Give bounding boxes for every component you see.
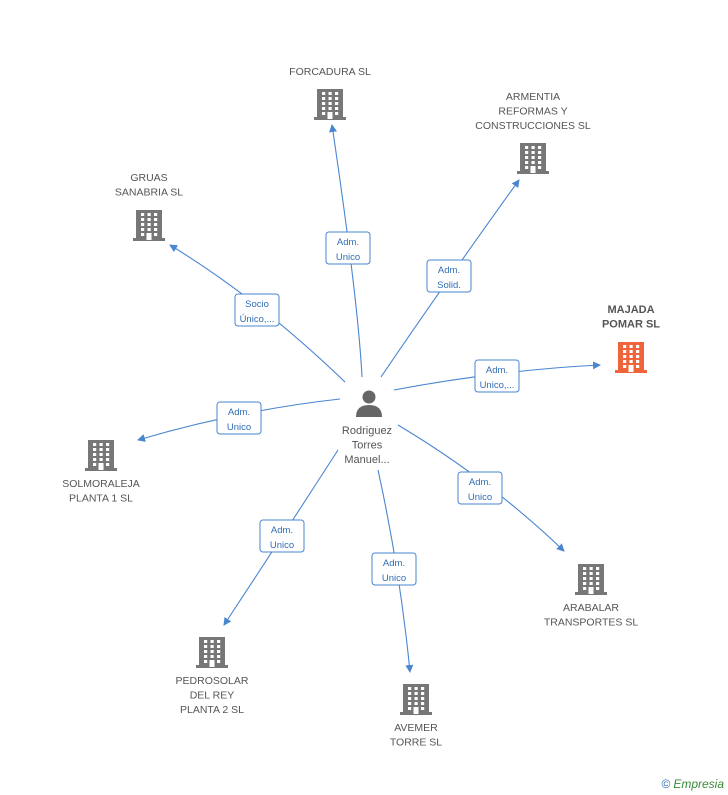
edge-label-text: Adm. <box>271 525 293 536</box>
building-icon <box>615 342 647 373</box>
company-name: MAJADA <box>607 304 654 316</box>
edge-label-text: Adm. <box>469 477 491 488</box>
edge-label-box[interactable]: Adm. Unico <box>457 471 503 505</box>
building-icon <box>575 564 607 595</box>
company-node-gruas[interactable]: GRUAS SANABRIA SL <box>115 172 183 241</box>
edge-label-text: Unico <box>382 573 406 584</box>
edge-gruas: SocioÚnico,... <box>169 244 346 383</box>
company-node-solmoraleja[interactable]: SOLMORALEJA PLANTA 1 SL <box>62 440 140 505</box>
edge-label-box[interactable]: Adm. Unico,... <box>474 359 520 393</box>
company-name: TRANSPORTES SL <box>544 617 638 629</box>
copyright-icon: © <box>661 777 671 791</box>
edge-majada: Adm. Unico,... <box>393 359 601 393</box>
edge-label-frame <box>325 231 371 265</box>
edge-label-text: Unico <box>468 492 492 503</box>
edge-arabalar: Adm. Unico <box>397 424 565 552</box>
edge-armentia: Adm. Solid. <box>380 179 520 378</box>
building-icon <box>400 684 432 715</box>
edge-label-text: Unico,... <box>480 380 515 391</box>
edge-label-box[interactable]: Adm. Solid. <box>426 259 472 293</box>
company-name: ARABALAR <box>563 602 619 614</box>
edge-pedrosolar: Adm. Unico <box>223 449 339 626</box>
company-node-armentia[interactable]: ARMENTIA REFORMAS Y CONSTRUCCIONES SL <box>475 91 591 174</box>
company-name: PLANTA 2 SL <box>180 704 244 716</box>
company-name: PEDROSOLAR <box>176 675 249 687</box>
company-node-forcadura[interactable]: FORCADURA SL <box>289 66 371 120</box>
company-name: PLANTA 1 SL <box>69 493 133 505</box>
company-node-avemer[interactable]: AVEMER TORRE SL <box>390 684 442 749</box>
edge-solmoraleja: Adm. Unico <box>137 398 341 442</box>
person-name: Torres <box>352 440 383 452</box>
edge-label-frame <box>474 359 520 393</box>
edge-label-text: Adm. <box>486 365 508 376</box>
edge-line <box>329 124 363 378</box>
building-icon <box>196 637 228 668</box>
center-node[interactable]: RodriguezTorresManuel... <box>342 390 392 467</box>
building-icon <box>133 210 165 241</box>
brand-name[interactable]: Empresia <box>673 777 724 791</box>
company-node-majada[interactable]: MAJADA POMAR SL <box>602 304 660 373</box>
company-name: AVEMER <box>394 722 438 734</box>
company-node-arabalar[interactable]: ARABALAR TRANSPORTES SL <box>544 564 638 629</box>
company-name: TORRE SL <box>390 737 442 749</box>
edge-label-frame <box>426 259 472 293</box>
company-node-pedrosolar[interactable]: PEDROSOLAR DEL REY PLANTA 2 SL <box>176 637 249 716</box>
edge-label-text: Socio <box>245 299 269 310</box>
edge-forcadura: Adm. Unico <box>325 124 371 378</box>
edge-label-box[interactable]: Adm. Unico <box>259 519 305 553</box>
company-name: SANABRIA SL <box>115 187 183 199</box>
company-name: SOLMORALEJA <box>62 478 140 490</box>
edges-layer: Adm.UnicoAdm.Solid.SocioÚnico,...Adm.Uni… <box>137 124 601 673</box>
edge-avemer: Adm. Unico <box>371 469 417 673</box>
person-name: Rodriguez <box>342 425 392 437</box>
edge-label-box[interactable]: Adm. Unico <box>216 401 262 435</box>
edge-label-frame <box>234 293 280 327</box>
edge-label-box[interactable]: Adm. Unico <box>325 231 371 265</box>
edge-label-text: Adm. <box>438 265 460 276</box>
person-name: Manuel... <box>344 454 389 466</box>
edge-label-text: Unico <box>270 540 294 551</box>
edge-label-frame <box>371 552 417 586</box>
edge-label-text: Único,... <box>240 314 275 325</box>
edge-label-frame <box>259 519 305 553</box>
building-icon <box>517 143 549 174</box>
edge-label-frame <box>457 471 503 505</box>
company-name: POMAR SL <box>602 319 660 331</box>
edge-label-box[interactable]: SocioÚnico,... <box>234 293 280 327</box>
company-name: CONSTRUCCIONES SL <box>475 120 591 132</box>
edge-label-text: Solid. <box>437 280 461 291</box>
company-name: ARMENTIA <box>506 91 560 103</box>
company-name: FORCADURA SL <box>289 66 371 78</box>
company-name: GRUAS <box>130 172 167 184</box>
edge-label-text: Unico <box>336 252 360 263</box>
company-name: REFORMAS Y <box>498 106 567 118</box>
edge-label-text: Adm. <box>337 237 359 248</box>
edge-label-frame <box>216 401 262 435</box>
building-icon <box>85 440 117 471</box>
edge-label-text: Adm. <box>383 558 405 569</box>
edge-label-text: Adm. <box>228 407 250 418</box>
edge-label-box[interactable]: Adm. Unico <box>371 552 417 586</box>
edge-label-text: Unico <box>227 422 251 433</box>
building-icon <box>314 89 346 120</box>
company-name: DEL REY <box>190 690 235 702</box>
brand-footer: ©Empresia <box>661 777 724 791</box>
person-icon <box>356 390 382 417</box>
nodes-layer: FORCADURA SL ARMENTIA REFORMAS Y CONSTRUCCI… <box>62 66 660 749</box>
